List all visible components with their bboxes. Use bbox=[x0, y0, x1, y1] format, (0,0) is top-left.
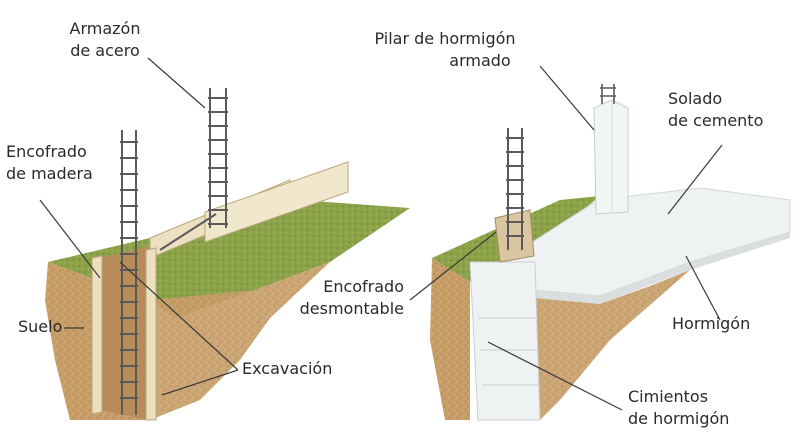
right-concrete-pillar bbox=[593, 99, 629, 215]
leader-solado bbox=[667, 144, 723, 215]
label-foundations-line1: Cimientos bbox=[628, 387, 709, 406]
left-rebar-front bbox=[120, 130, 138, 415]
left-wood-formwork-trench-2 bbox=[145, 247, 157, 421]
right-slab-edge bbox=[535, 232, 790, 304]
left-rebar-tie bbox=[159, 213, 217, 251]
left-figure bbox=[39, 57, 410, 421]
label-reinforced-pillar-line2: armado bbox=[449, 51, 511, 70]
leader-cimientos bbox=[487, 341, 623, 411]
label-removable-formwork-line2: desmontable bbox=[299, 299, 404, 318]
label-steel-frame-line1: Armazón bbox=[69, 19, 141, 38]
right-foundation-joints bbox=[478, 317, 538, 386]
label-cement-screed: Solado de cemento bbox=[668, 88, 763, 132]
leader-armazon bbox=[147, 57, 206, 109]
leader-pilar bbox=[539, 65, 595, 131]
leader-hormigon bbox=[685, 255, 721, 321]
right-foundation bbox=[469, 261, 541, 421]
label-steel-frame-line2: de acero bbox=[70, 41, 140, 60]
left-wood-formwork-trench bbox=[91, 255, 103, 415]
label-foundations-line2: de hormigón bbox=[628, 409, 730, 428]
right-soil-side bbox=[535, 270, 690, 420]
leader-excavacion-2 bbox=[161, 369, 239, 396]
right-figure bbox=[409, 65, 791, 421]
label-wood-formwork: Encofrado de madera bbox=[6, 141, 93, 185]
label-removable-formwork-line1: Encofrado bbox=[323, 277, 404, 296]
left-wood-formwork-2 bbox=[204, 161, 349, 243]
label-reinforced-pillar-line1: Pilar de hormigón bbox=[374, 29, 516, 48]
label-wood-formwork-line2: de madera bbox=[6, 164, 93, 183]
label-cement-screed-line1: Solado bbox=[668, 89, 723, 108]
label-removable-formwork: Encofrado desmontable bbox=[290, 276, 404, 320]
leader-encofrado-madera bbox=[39, 199, 101, 279]
right-rebar bbox=[506, 128, 524, 250]
label-steel-frame: Armazón de acero bbox=[50, 18, 160, 62]
label-soil: Suelo bbox=[18, 317, 63, 336]
right-pillar-rebar bbox=[600, 84, 616, 104]
label-cement-screed-line2: de cemento bbox=[668, 111, 764, 130]
left-rebar-back bbox=[208, 88, 228, 228]
label-concrete: Hormigón bbox=[672, 314, 751, 333]
leader-excavacion-1 bbox=[119, 261, 239, 371]
label-wood-formwork-line1: Encofrado bbox=[6, 142, 87, 161]
label-excavation: Excavación bbox=[242, 359, 333, 378]
leader-encofrado-desmontable bbox=[409, 231, 497, 301]
label-reinforced-pillar: Pilar de hormigón armado bbox=[350, 28, 540, 72]
right-soil-front bbox=[430, 258, 470, 420]
label-foundations: Cimientos de hormigón bbox=[628, 386, 729, 430]
left-soil-side bbox=[150, 262, 330, 420]
